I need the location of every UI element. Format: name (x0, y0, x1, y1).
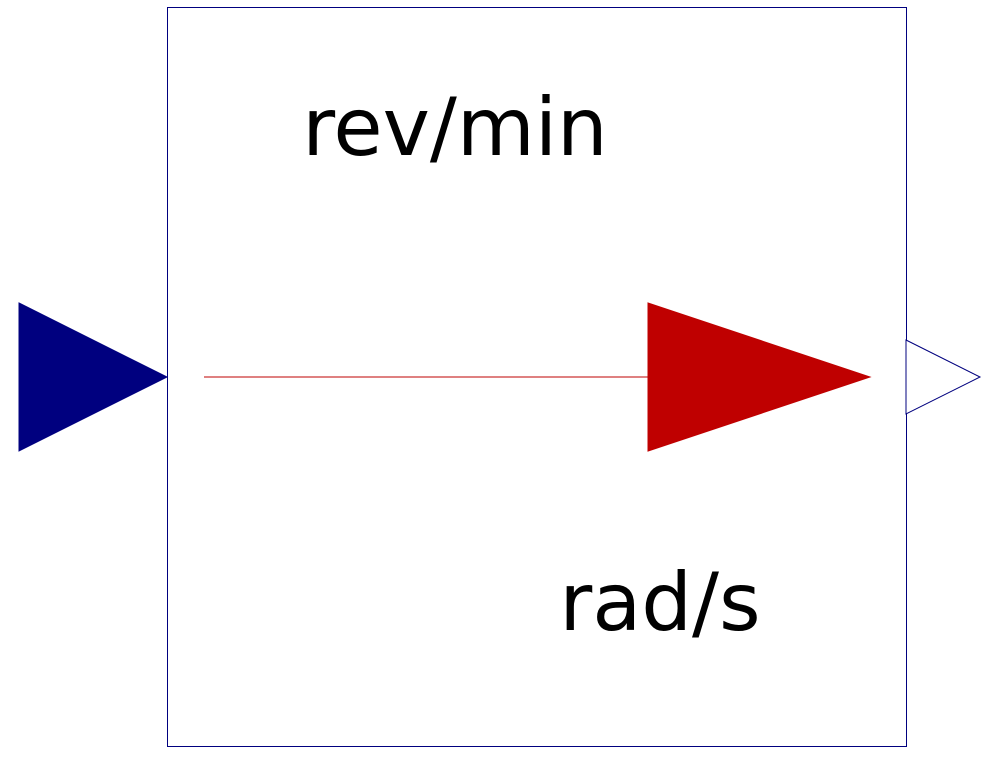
output-port-icon[interactable] (905, 339, 982, 415)
output-unit-label: rad/s (559, 556, 760, 649)
input-unit-label: rev/min (302, 81, 608, 174)
input-port-icon[interactable] (18, 302, 169, 452)
conversion-arrow-head-icon (647, 302, 872, 452)
